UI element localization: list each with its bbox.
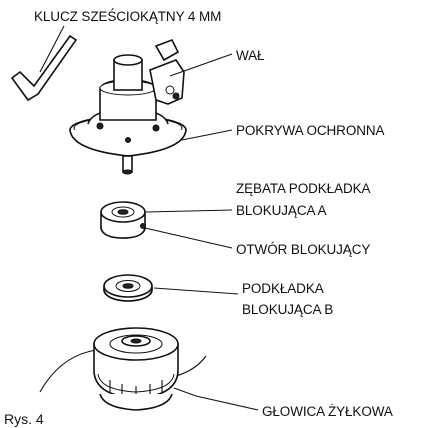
hex-key	[10, 34, 78, 102]
figure-caption: Rys. 4	[4, 411, 44, 427]
leader-lines	[39, 25, 259, 411]
label-lock-hole: OTWÓR BLOKUJĄCY	[236, 242, 370, 257]
trimmer-head	[39, 327, 207, 411]
label-washer-b-line2: BLOKUJĄCA B	[242, 302, 333, 317]
label-hex-key: KLUCZ SZEŚCIOKĄTNY 4 MM	[34, 9, 221, 24]
label-washer-a-line2: BLOKUJĄCA A	[236, 203, 327, 218]
label-washer-b-line1: PODKŁADKA	[242, 281, 324, 296]
label-cover: POKRYWA OCHRONNA	[236, 123, 385, 138]
gearbox-assembly	[69, 38, 187, 175]
washer-b	[103, 274, 153, 302]
label-head: GŁOWICA ŻYŁKOWA	[262, 404, 393, 419]
toothed-washer-a	[100, 201, 146, 239]
label-washer-a-line1: ZĘBATA PODKŁADKA	[236, 181, 371, 196]
label-shaft: WAŁ	[236, 48, 265, 63]
